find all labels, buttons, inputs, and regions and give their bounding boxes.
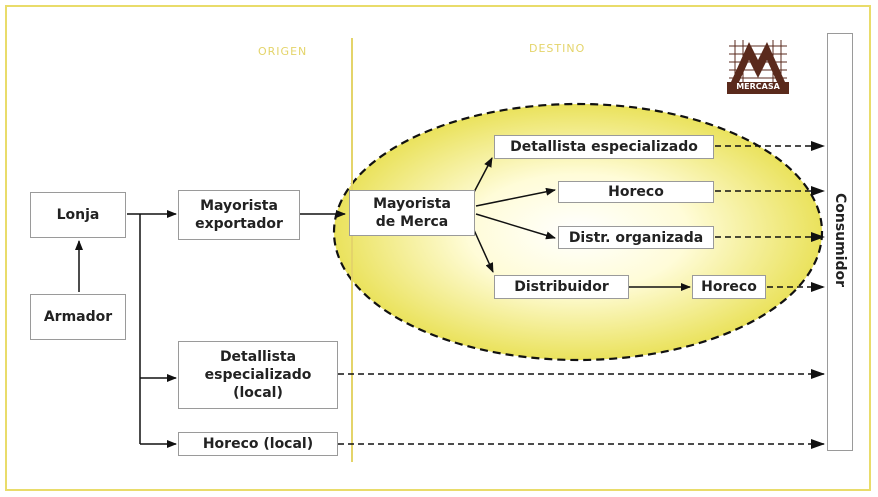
node-lonja: Lonja xyxy=(30,192,126,238)
node-armador: Armador xyxy=(30,294,126,340)
node-mayorista-merca: Mayorista de Merca xyxy=(349,190,475,236)
arrow-merca-distr xyxy=(475,213,556,240)
node-detallista-especializado: Detallista especializado xyxy=(494,135,714,159)
consumidor-label: Consumidor xyxy=(832,192,848,288)
node-consumidor xyxy=(827,33,853,451)
destination-header: DESTINO xyxy=(529,42,586,55)
mercasa-logo-icon xyxy=(727,38,789,94)
arrow-merca-detallista xyxy=(471,157,493,197)
node-horeco: Horeco xyxy=(558,181,714,203)
origin-header: ORIGEN xyxy=(258,45,308,58)
node-distribuidor: Distribuidor xyxy=(494,275,629,299)
diagram-frame xyxy=(5,5,871,491)
arrow-merca-horeco xyxy=(475,187,556,207)
arrow-merca-distribuidor xyxy=(473,229,494,273)
logo-text: MERCASA xyxy=(736,82,780,91)
node-mayorista-exportador: Mayorista exportador xyxy=(178,190,300,240)
node-horeco-2: Horeco xyxy=(692,275,766,299)
node-horeco-local: Horeco (local) xyxy=(178,432,338,456)
node-detallista-local: Detallista especializado (local) xyxy=(178,341,338,409)
node-distr-organizada: Distr. organizada xyxy=(558,226,714,249)
